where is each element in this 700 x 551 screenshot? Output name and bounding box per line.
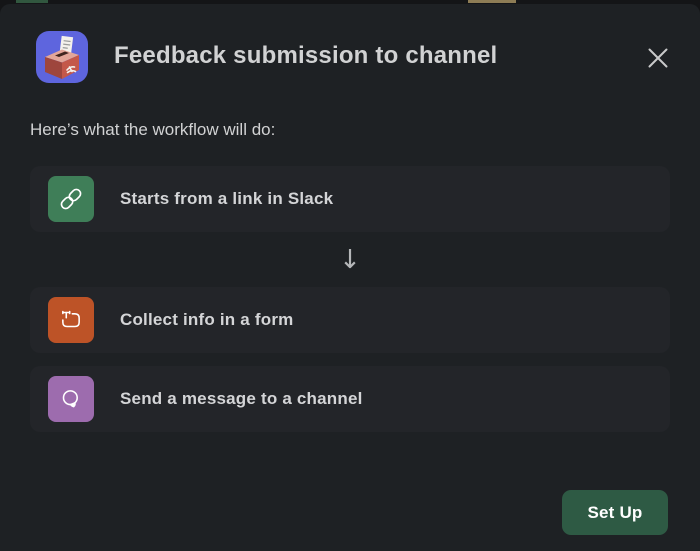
workflow-step-link: Starts from a link in Slack [30,166,670,232]
background-page-strip [0,0,700,5]
step-label: Send a message to a channel [120,389,363,408]
link-icon [48,176,94,222]
close-icon [648,48,668,68]
ballot-box-icon [36,31,88,83]
workflow-step-message: Send a message to a channel [30,366,670,432]
step-label: Collect info in a form [120,310,294,329]
close-button[interactable] [640,42,676,74]
background-green-element [16,0,48,3]
page-title: Feedback submission to channel [114,42,498,69]
workflow-step-form: Collect info in a form [30,287,670,353]
set-up-button[interactable]: Set Up [562,490,668,535]
arrow-down-icon: ↓ [339,245,361,275]
workflow-intro-text: Here’s what the workflow will do: [30,120,276,139]
message-icon [48,376,94,422]
workflow-modal: Feedback submission to channel Here’s wh… [0,4,700,551]
step-label: Starts from a link in Slack [120,189,334,208]
background-tan-element [468,0,516,3]
form-icon [48,297,94,343]
